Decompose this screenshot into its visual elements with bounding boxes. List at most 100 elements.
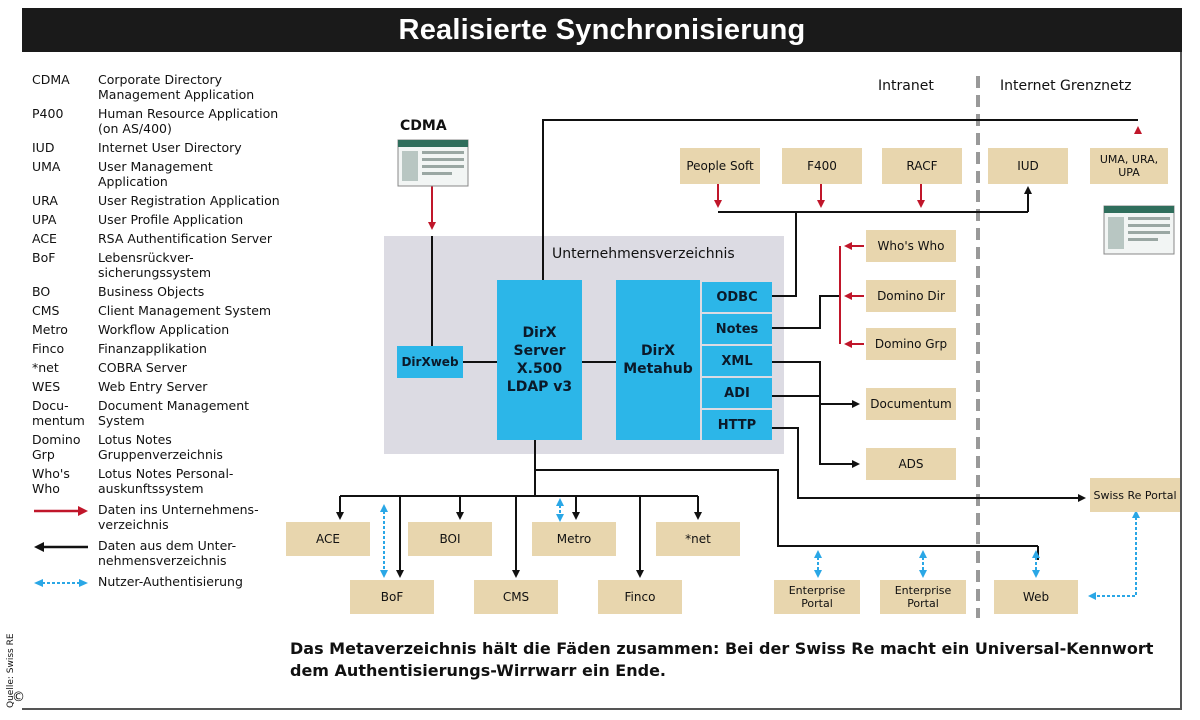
box-whos-who: Who's Who [866, 230, 956, 262]
box-documentum: Documentum [866, 388, 956, 420]
legend-desc: COBRA Server [98, 360, 187, 375]
cdma-screen-icon [397, 139, 469, 187]
interface-notes: Notes [702, 314, 772, 344]
legend-entry: CDMA Corporate Directory Management Appli… [32, 72, 282, 102]
container-label: Unternehmensverzeichnis [552, 246, 735, 262]
legend-desc: Human Resource Application (on AS/400) [98, 106, 279, 136]
legend-arrow-black: Daten aus dem Unter-nehmensverzeichnis [32, 538, 282, 568]
box-ace: ACE [286, 522, 370, 556]
blue-double-arrow-icon [34, 579, 88, 587]
legend-abbr: ACE [32, 231, 57, 246]
legend-desc: Corporate Directory Management Applicati… [98, 72, 255, 102]
legend-entry: Metro Workflow Application [32, 322, 282, 337]
legend-arrow-desc: Daten ins Unternehmens-verzeichnis [98, 502, 259, 532]
legend-abbr: BO [32, 284, 51, 299]
legend-desc: Internet User Directory [98, 140, 242, 155]
dirx-metahub-line: DirX [640, 343, 676, 359]
legend-abbr: *net [32, 360, 59, 375]
legend-abbr: Docu-mentum [32, 398, 85, 428]
legend-entry: Domino Grp Lotus Notes Gruppenverzeichnis [32, 432, 282, 462]
legend-desc: Lebensrückver-sicherungssystem [98, 250, 212, 280]
box-enterprise-portal-2: Enterprise Portal [880, 580, 966, 614]
box-bof: BoF [350, 580, 434, 614]
legend-arrow-desc: Nutzer-Authentisierung [98, 574, 243, 589]
legend-entry: P400 Human Resource Application (on AS/40… [32, 106, 282, 136]
legend-abbr: Domino Grp [32, 432, 81, 462]
box-finco: Finco [598, 580, 682, 614]
interface-http: HTTP [702, 410, 772, 440]
box-ads: ADS [866, 448, 956, 480]
legend-desc: User Profile Application [98, 212, 244, 227]
dirx-metahub-line: Metahub [623, 361, 693, 377]
diagram-frame [22, 52, 1182, 710]
legend-arrow-red: Daten ins Unternehmens-verzeichnis [32, 502, 282, 532]
legend-abbr: BoF [32, 250, 56, 265]
legend-entry: ACE RSA Authentification Server [32, 231, 282, 246]
legend-abbr: CMS [32, 303, 60, 318]
legend-desc: Web Entry Server [98, 379, 208, 394]
legend-abbr: WES [32, 379, 61, 394]
interface-odbc: ODBC [702, 282, 772, 312]
box-web: Web [994, 580, 1078, 614]
legend-abbr: Metro [32, 322, 68, 337]
legend-desc: User Management Application [98, 159, 213, 189]
interface-adi: ADI [702, 378, 772, 408]
legend-abbr: P400 [32, 106, 64, 121]
red-arrow-icon [34, 506, 88, 516]
legend-abbr: CDMA [32, 72, 70, 87]
legend: CDMA Corporate Directory Management Appli… [32, 72, 282, 596]
legend-desc: Lotus Notes Personal-auskunftssystem [98, 466, 234, 496]
dirx-metahub-box: DirX Metahub [616, 280, 700, 440]
box-net: *net [656, 522, 740, 556]
legend-entries: CDMA Corporate Directory Management Appli… [32, 72, 282, 496]
legend-entry: UPA User Profile Application [32, 212, 282, 227]
dirxweb-box: DirXweb [397, 346, 463, 378]
box-f400: F400 [782, 148, 862, 184]
legend-entry: WES Web Entry Server [32, 379, 282, 394]
interface-xml: XML [702, 346, 772, 376]
legend-entry: CMS Client Management System [32, 303, 282, 318]
legend-entry: *net COBRA Server [32, 360, 282, 375]
legend-abbr: URA [32, 193, 58, 208]
box-cms: CMS [474, 580, 558, 614]
legend-entry: BoF Lebensrückver-sicherungssystem [32, 250, 282, 280]
box-domino-grp: Domino Grp [866, 328, 956, 360]
cdma-label: CDMA [400, 118, 447, 134]
dirx-server-line: DirX [522, 325, 557, 341]
legend-entry: Who's Who Lotus Notes Personal-auskunftss… [32, 466, 282, 496]
legend-abbr: IUD [32, 140, 55, 155]
box-enterprise-portal-1: Enterprise Portal [774, 580, 860, 614]
legend-desc: Client Management System [98, 303, 272, 318]
page-title: Realisierte Synchronisierung [22, 8, 1182, 52]
zone-intranet-label: Intranet [878, 78, 934, 94]
box-uma-ura-upa: UMA, URA, UPA [1090, 148, 1168, 184]
uma-screen-icon [1103, 205, 1175, 255]
caption: Das Metaverzeichnis hält die Fäden zusam… [290, 639, 1154, 680]
legend-desc: Workflow Application [98, 322, 230, 337]
dirx-server-line: LDAP v3 [506, 379, 573, 395]
legend-entry: Docu-mentum Document Management System [32, 398, 282, 428]
copyright-icon: © [12, 690, 25, 705]
dirx-server-line: Server [513, 343, 566, 359]
box-swiss-re-portal: Swiss Re Portal [1090, 478, 1180, 512]
legend-abbr: Who's Who [32, 466, 70, 496]
legend-desc: RSA Authentification Server [98, 231, 272, 246]
black-arrow-icon [34, 542, 88, 552]
box-people-soft: People Soft [680, 148, 760, 184]
zone-internet-label: Internet Grenznetz [1000, 78, 1132, 94]
dirx-server-box: DirX Server X.500 LDAP v3 [497, 280, 582, 440]
box-domino-dir: Domino Dir [866, 280, 956, 312]
legend-arrow-blue: Nutzer-Authentisierung [32, 574, 282, 590]
legend-abbr: UPA [32, 212, 57, 227]
dirxweb-label: DirXweb [401, 355, 459, 369]
legend-abbr: Finco [32, 341, 65, 356]
box-racf: RACF [882, 148, 962, 184]
dirx-server-line: X.500 [516, 361, 563, 377]
legend-desc: Document Management System [98, 398, 250, 428]
legend-desc: Lotus Notes Gruppenverzeichnis [98, 432, 223, 462]
legend-arrow-desc: Daten aus dem Unter-nehmensverzeichnis [98, 538, 237, 568]
